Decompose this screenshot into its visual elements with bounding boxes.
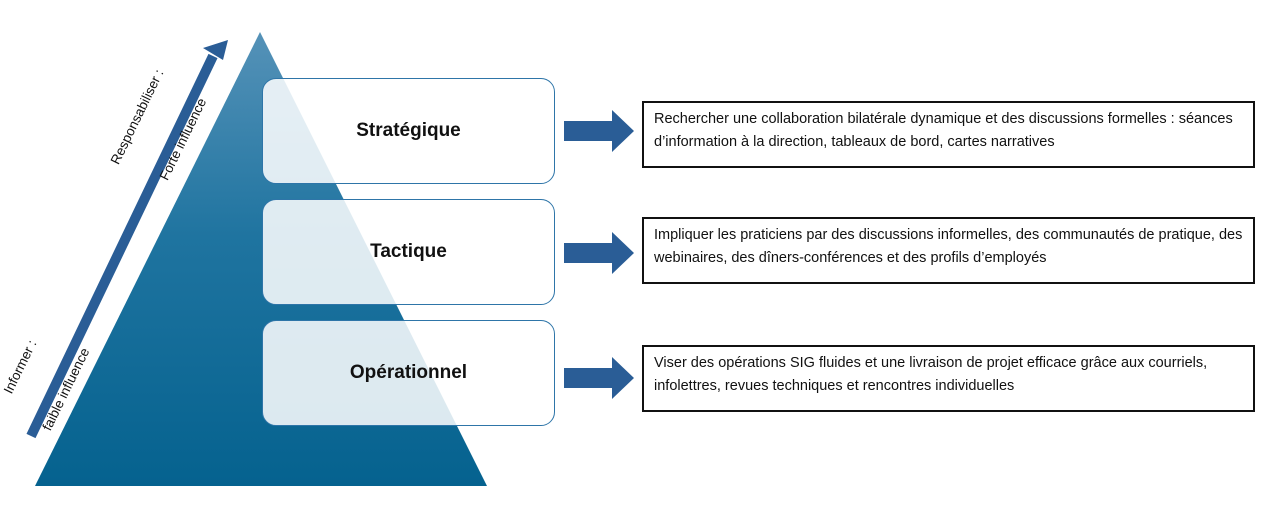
level-label-operationnel: Opérationnel bbox=[349, 362, 468, 383]
right-arrow-icon bbox=[564, 357, 634, 399]
up-diagonal-arrow-icon bbox=[26, 40, 228, 439]
right-arrow-icon bbox=[564, 110, 634, 152]
level-box-operationnel: Opérationnel bbox=[262, 320, 555, 426]
level-label-tactique: Tactique bbox=[370, 241, 447, 262]
axis-label-bottom-line1: Informer : bbox=[0, 337, 40, 397]
level-box-strategique: Stratégique bbox=[262, 78, 555, 184]
right-arrow-icon bbox=[564, 232, 634, 274]
description-tactique: Impliquer les praticiens par des discuss… bbox=[642, 217, 1255, 284]
axis-label-top-line2: Forte influence bbox=[156, 95, 210, 183]
axis-label-top-line1: Responsabiliser : bbox=[107, 66, 167, 167]
description-operationnel: Viser des opérations SIG fluides et une … bbox=[642, 345, 1255, 412]
level-label-strategique: Stratégique bbox=[356, 120, 461, 141]
description-strategique: Rechercher une collaboration bilatérale … bbox=[642, 101, 1255, 168]
axis-label-bottom-line2: faible influence bbox=[39, 345, 93, 433]
level-box-tactique: Tactique bbox=[262, 199, 555, 305]
